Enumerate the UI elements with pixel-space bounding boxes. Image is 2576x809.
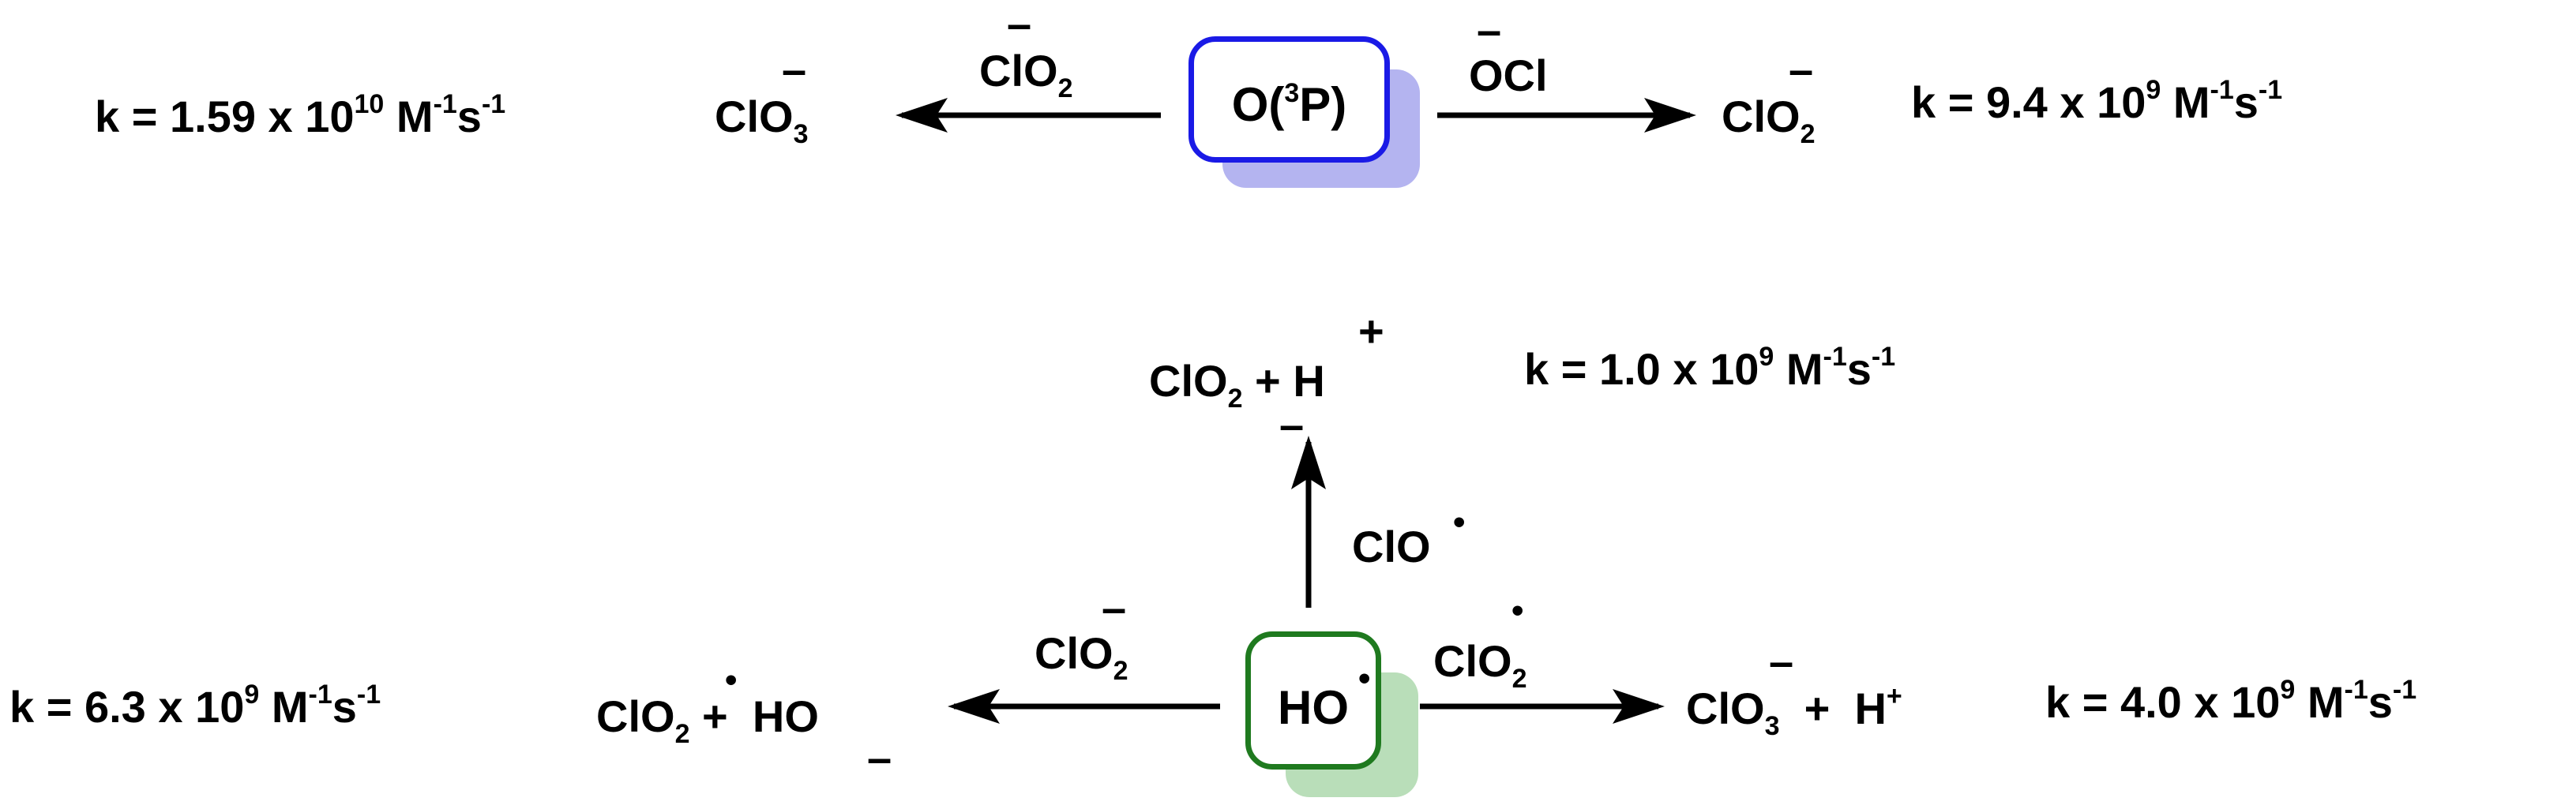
ho-radical: • [1358, 659, 1371, 698]
o3p-box [1188, 36, 1390, 163]
o3p-superscript: 3 [1284, 78, 1300, 108]
bottom-right-arrow-label: ClO2 [1433, 636, 1527, 694]
top-left-product-charge: – [782, 44, 807, 94]
bottom-right-arrow-label-radical: • [1511, 591, 1524, 630]
ho-box [1245, 631, 1381, 770]
bottom-left-product-radical: • [725, 661, 738, 699]
arrowhead-bottom-right [1613, 689, 1665, 724]
up-product: ClO2 + H [1149, 356, 1325, 414]
bottom-left-product: ClO2 + HO [596, 691, 819, 749]
bottom-left-product-plus: + [702, 691, 728, 741]
bottom-right-product: ClO3 + H+ [1686, 681, 1902, 741]
up-arrow-label-radical: • [1453, 503, 1466, 541]
up-rate: k = 1.0 x 109 M-1s-1 [1524, 342, 1896, 394]
top-right-arrow-label: OCl [1469, 51, 1548, 100]
bottom-left-product-charge: – [867, 732, 892, 782]
o3p-label: O(3P) [1231, 78, 1347, 131]
bottom-left-rate: k = 6.3 x 109 M-1s-1 [9, 680, 381, 732]
top-left-product: ClO3 [715, 92, 809, 149]
up-product-charge-a: – [1279, 399, 1305, 449]
bottom-right-product-plus: + [1804, 684, 1831, 733]
top-left-rate: k = 1.59 x 1010 M-1s-1 [95, 89, 506, 141]
arrowhead-bottom-left [948, 689, 1000, 724]
arrowhead-top-left [896, 98, 948, 133]
top-left-arrow-label-charge: – [1007, 0, 1032, 48]
top-right-product-charge: – [1789, 44, 1814, 94]
bottom-right-rate: k = 4.0 x 109 M-1s-1 [2045, 675, 2417, 727]
top-left-arrow-label: ClO2 [979, 46, 1073, 103]
up-product-charge-b: + [1358, 306, 1384, 356]
top-right-arrow-label-charge: – [1477, 5, 1502, 54]
up-arrow-label: ClO [1352, 522, 1431, 571]
arrowhead-up [1291, 436, 1326, 489]
bottom-left-arrow-label: ClO2 [1035, 628, 1128, 686]
bottom-right-product-charge: – [1769, 636, 1794, 686]
top-right-product: ClO2 [1722, 92, 1816, 149]
bottom-left-arrow-label-charge: – [1102, 582, 1127, 632]
arrowhead-top-right [1644, 98, 1696, 133]
top-right-rate: k = 9.4 x 109 M-1s-1 [1911, 75, 2283, 127]
ho-label: HO [1278, 681, 1349, 734]
up-product-plus: + [1255, 356, 1281, 406]
